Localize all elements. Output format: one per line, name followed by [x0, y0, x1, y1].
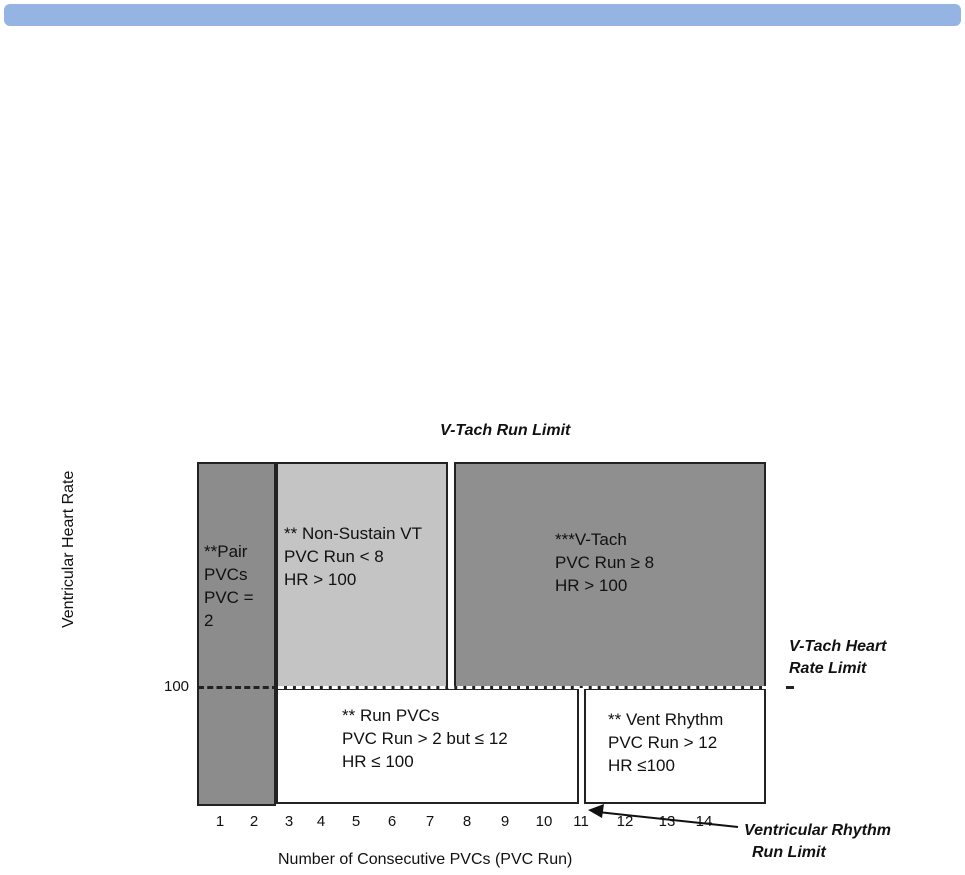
header-bar	[4, 4, 961, 26]
x-tick: 10	[535, 813, 553, 830]
y-tick-100: 100	[164, 678, 190, 695]
x-tick: 5	[351, 813, 361, 830]
zone-v-tach: ***V-Tach PVC Run ≥ 8 HR > 100	[454, 462, 766, 688]
hr-limit-line-right	[786, 686, 794, 689]
vr-limit-label-line2: Run Limit	[752, 844, 826, 861]
zone-v-tach-text: ***V-Tach PVC Run ≥ 8 HR > 100	[555, 530, 655, 595]
x-tick: 9	[500, 813, 510, 830]
vtach-run-limit-line	[450, 462, 453, 688]
x-tick: 12	[616, 813, 634, 830]
zone-non-sustain-vt-text: ** Non-Sustain VT PVC Run < 8 HR > 100	[284, 524, 422, 589]
x-tick: 13	[658, 813, 676, 830]
x-tick: 6	[387, 813, 397, 830]
hr-limit-label-line1: V-Tach Heart	[789, 638, 887, 655]
x-tick: 1	[215, 813, 225, 830]
zone-run-pvcs-text: ** Run PVCs PVC Run > 2 but ≤ 12 HR ≤ 10…	[342, 706, 508, 771]
x-tick: 2	[249, 813, 259, 830]
x-tick: 7	[425, 813, 435, 830]
x-tick: 8	[462, 813, 472, 830]
hr-limit-line-inner	[278, 686, 768, 689]
vr-limit-label-line1: Ventricular Rhythm	[744, 822, 891, 839]
zone-vent-rhythm-text: ** Vent Rhythm PVC Run > 12 HR ≤100	[608, 710, 724, 775]
zone-non-sustain-vt: ** Non-Sustain VT PVC Run < 8 HR > 100	[276, 462, 448, 688]
zone-vent-rhythm: ** Vent Rhythm PVC Run > 12 HR ≤100	[584, 688, 766, 804]
hr-limit-label-line2: Rate Limit	[789, 660, 867, 677]
zone-pair-pvcs: **Pair PVCs PVC = 2	[197, 462, 276, 806]
ventricular-rhythm-run-limit-line	[581, 688, 584, 804]
x-tick: 4	[316, 813, 326, 830]
zone-pair-pvcs-text: **Pair PVCs PVC = 2	[204, 542, 254, 630]
x-tick: 11	[573, 813, 589, 830]
x-tick: 3	[284, 813, 294, 830]
vtach-run-limit-label: V-Tach Run Limit	[440, 422, 571, 439]
zone-run-pvcs: ** Run PVCs PVC Run > 2 but ≤ 12 HR ≤ 10…	[276, 688, 579, 804]
hr-limit-line-left	[198, 686, 278, 689]
x-axis-label: Number of Consecutive PVCs (PVC Run)	[278, 851, 573, 868]
x-tick: 14	[695, 813, 713, 830]
